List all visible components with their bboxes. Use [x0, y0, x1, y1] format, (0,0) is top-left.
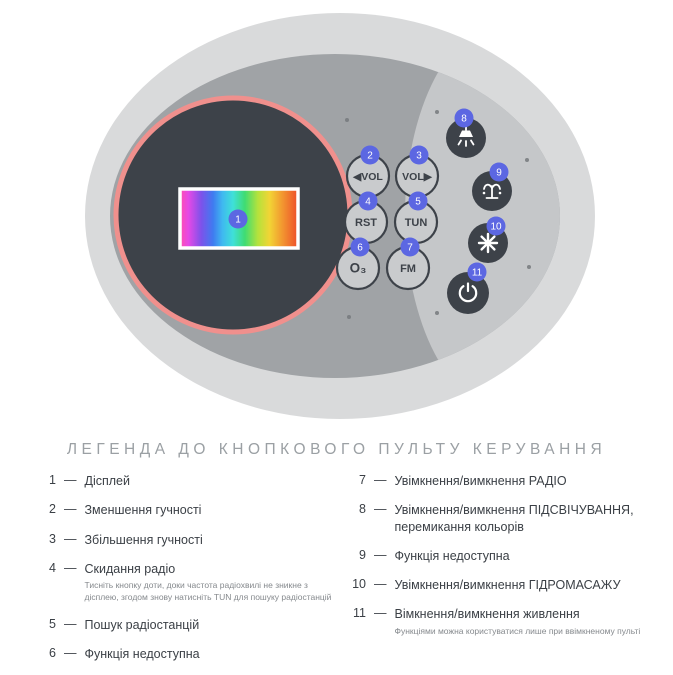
legend-item-label: Зменшення гучності: [84, 503, 202, 518]
svg-text:4: 4: [365, 197, 371, 208]
legend-item-number: 3: [49, 531, 56, 546]
screw-dot: [435, 110, 439, 114]
svg-text:TUN: TUN: [405, 217, 428, 229]
callout-3: 3: [409, 145, 429, 165]
legend-item-dash: —: [64, 646, 77, 661]
lamp-icon: [457, 126, 475, 147]
legend-item-dash: —: [374, 547, 387, 562]
legend-item-label: Увімкнення/вимкнення РАДІО: [394, 474, 567, 488]
legend-item-number: 11: [353, 606, 366, 621]
legend-item-number: 6: [49, 646, 56, 661]
fan-icon: [477, 232, 499, 254]
legend-item-number: 10: [352, 577, 366, 591]
callout-4: 4: [358, 191, 378, 211]
power-icon: [458, 282, 478, 303]
control-panel-diagram: 1 ◀VOL VOL▶ RST TUN O₃ FM 2 3 4 5 6 7: [85, 13, 595, 419]
legend-item-note: Функціями можна користуватися лише при в…: [394, 625, 641, 636]
svg-text:5: 5: [415, 197, 421, 208]
legend-item: 7 — Увімкнення/вимкнення РАДІО: [342, 473, 647, 489]
svg-text:O₃: O₃: [350, 261, 367, 276]
light-button: [446, 118, 486, 158]
legend-title: ЛЕГЕНДА ДО КНОПКОВОГО ПУЛЬТУ КЕРУВАННЯ: [66, 441, 607, 458]
legend-item: 10 — Увімкнення/вимкнення ГІДРОМАСАЖУ: [342, 577, 647, 593]
callout-6: 6: [350, 237, 370, 257]
svg-text:FM: FM: [400, 263, 416, 275]
legend-item-label: Дісплей: [84, 474, 131, 488]
screw-dot: [347, 315, 351, 319]
callout-1: 1: [228, 209, 248, 229]
screw-dot: [435, 311, 439, 315]
legend-item-content: Вімкнення/вимкнення живлення Функціями м…: [395, 606, 641, 637]
legend-item-label: Увімкнення/вимкнення ПІДСВІЧУВАННЯ, пере…: [394, 503, 634, 534]
svg-text:11: 11: [472, 268, 483, 279]
legend-item: 8 — Увімкнення/вимкнення ПІДСВІЧУВАННЯ, …: [342, 502, 647, 535]
callout-9: 9: [489, 162, 509, 182]
legend-item: 4 — Скидання радіо Тисніть кнопку доти, …: [34, 561, 336, 604]
legend-item-label: Функція недоступна: [84, 647, 200, 662]
svg-text:10: 10: [490, 222, 502, 233]
svg-text:RST: RST: [355, 217, 377, 229]
legend-item-label: Увімкнення/вимкнення ГІДРОМАСАЖУ: [394, 578, 621, 592]
ozone-button: O₃: [335, 245, 381, 291]
callout-8: 8: [454, 108, 474, 128]
svg-text:7: 7: [407, 243, 413, 254]
legend-item-note: Тисніть кнопку доти, доки частота радіох…: [84, 580, 332, 602]
legend-item: 3 — Збільшення гучності: [34, 532, 336, 548]
fountain-icon: [482, 183, 502, 199]
legend-column-left: 1 — Дісплей 2 — Зменшення гучності 3 — З…: [34, 473, 336, 675]
svg-text:1: 1: [235, 215, 241, 226]
legend-item-number: 2: [49, 502, 56, 517]
legend-item: 11 — Вімкнення/вимкнення живлення Функці…: [342, 606, 647, 637]
callout-7: 7: [400, 237, 420, 257]
power-button: [447, 272, 489, 314]
legend-item-label: Функція недоступна: [394, 548, 510, 563]
legend-item-dash: —: [64, 616, 77, 631]
screw-dot: [345, 118, 349, 122]
legend-item-dash: —: [64, 560, 77, 575]
legend: 1 — Дісплей 2 — Зменшення гучності 3 — З…: [0, 459, 673, 675]
legend-item-number: 9: [359, 547, 366, 562]
legend-item-dash: —: [64, 473, 77, 487]
legend-item: 6 — Функція недоступна: [34, 646, 336, 662]
legend-column-right: 7 — Увімкнення/вимкнення РАДІО 8 — Увімк…: [336, 473, 647, 675]
callout-10: 10: [486, 216, 506, 236]
legend-item-label: Вімкнення/вимкнення живлення: [394, 607, 580, 622]
legend-item: 5 — Пошук радіостанцій: [34, 617, 336, 633]
legend-item: 2 — Зменшення гучності: [34, 502, 336, 518]
legend-item-label: Пошук радіостанцій: [84, 617, 200, 632]
legend-item-dash: —: [374, 577, 387, 591]
screw-dot: [527, 265, 531, 269]
legend-item-dash: —: [64, 502, 77, 517]
legend-item-label: Збільшення гучності: [84, 532, 203, 547]
legend-item-dash: —: [374, 606, 387, 621]
legend-item-number: 8: [359, 502, 366, 517]
legend-item: 9 — Функція недоступна: [342, 548, 647, 564]
callout-11: 11: [467, 262, 487, 282]
legend-item-dash: —: [374, 502, 387, 517]
svg-text:2: 2: [367, 151, 373, 162]
svg-text:9: 9: [496, 168, 502, 179]
callout-2: 2: [360, 145, 380, 165]
legend-item-dash: —: [374, 473, 387, 487]
legend-item-number: 4: [49, 560, 56, 575]
svg-text:3: 3: [416, 151, 422, 162]
legend-item: 1 — Дісплей: [34, 473, 336, 489]
callout-5: 5: [408, 191, 428, 211]
legend-item-number: 5: [49, 616, 56, 631]
svg-text:6: 6: [357, 243, 363, 254]
svg-text:8: 8: [461, 114, 467, 125]
svg-text:VOL▶: VOL▶: [402, 171, 433, 183]
svg-text:◀VOL: ◀VOL: [352, 171, 383, 183]
legend-item-number: 1: [49, 473, 56, 487]
legend-item-label: Скидання радіо: [84, 561, 176, 576]
legend-item-dash: —: [64, 531, 77, 546]
legend-item-content: Скидання радіо Тисніть кнопку доти, доки…: [85, 561, 337, 604]
screw-dot: [525, 158, 529, 162]
legend-item-number: 7: [359, 473, 366, 487]
fm-button: FM: [385, 245, 431, 291]
